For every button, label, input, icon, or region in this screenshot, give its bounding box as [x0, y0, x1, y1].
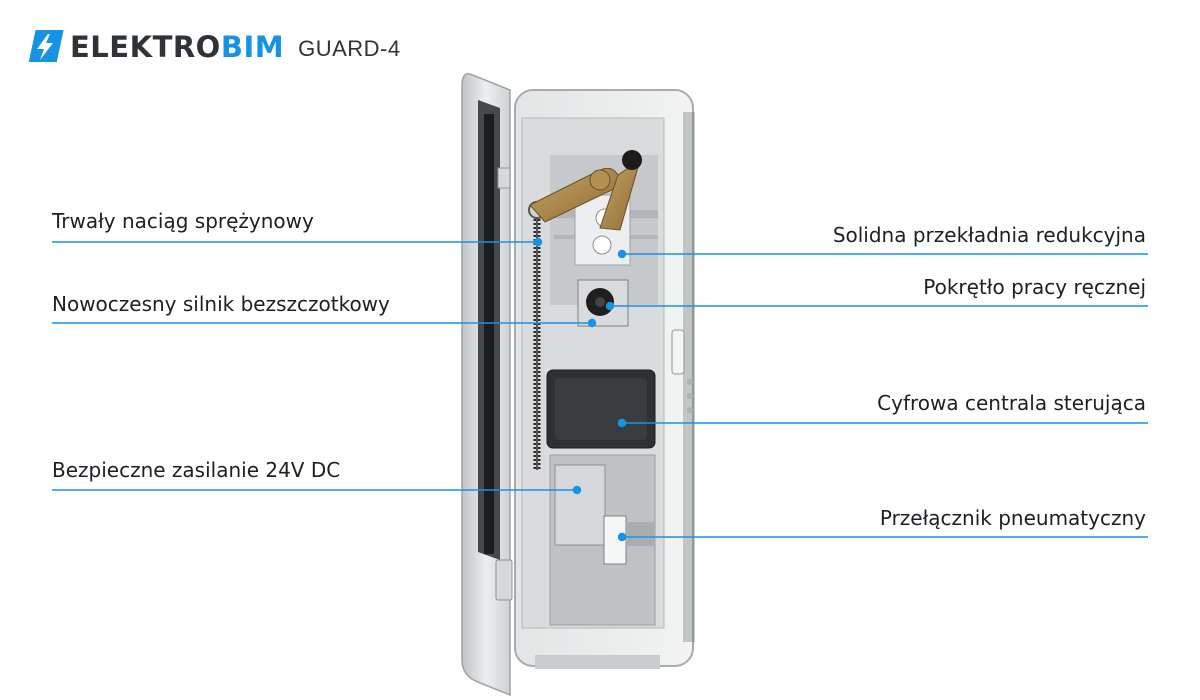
lower-panel	[549, 454, 656, 626]
callout-label-motor: Nowoczesny silnik bezszczotkowy	[52, 292, 390, 316]
callout-dot-knob	[605, 301, 615, 311]
lever-arm	[529, 150, 642, 231]
brand-logo: ELEKTROBIM GUARD-4	[26, 27, 401, 67]
callout-dot-switch	[617, 532, 627, 542]
callout-lines	[52, 237, 1148, 542]
callout-label-gear: Solidna przekładnia redukcyjna	[832, 223, 1146, 247]
control-unit	[546, 369, 656, 449]
callout-label-controller: Cyfrowa centrala sterująca	[877, 391, 1146, 415]
callout-dot-motor	[587, 318, 597, 328]
callout-dot-controller	[617, 418, 627, 428]
cabinet-door	[461, 73, 513, 697]
lightning-bolt-icon	[28, 30, 64, 62]
callout-label-knob: Pokrętło pracy ręcznej	[923, 275, 1146, 299]
callout-label-spring: Trwały naciąg sprężynowy	[52, 209, 314, 233]
callout-dot-spring	[533, 237, 543, 247]
callout-label-power: Bezpieczne zasilanie 24V DC	[52, 458, 341, 482]
callout-dot-gear	[617, 249, 627, 259]
callout-label-switch: Przełącznik pneumatyczny	[879, 506, 1146, 530]
callout-dot-power	[572, 485, 582, 495]
brushless-motor	[577, 279, 629, 327]
brand-name: ELEKTROBIM	[70, 30, 285, 64]
model-name: GUARD-4	[298, 36, 401, 61]
